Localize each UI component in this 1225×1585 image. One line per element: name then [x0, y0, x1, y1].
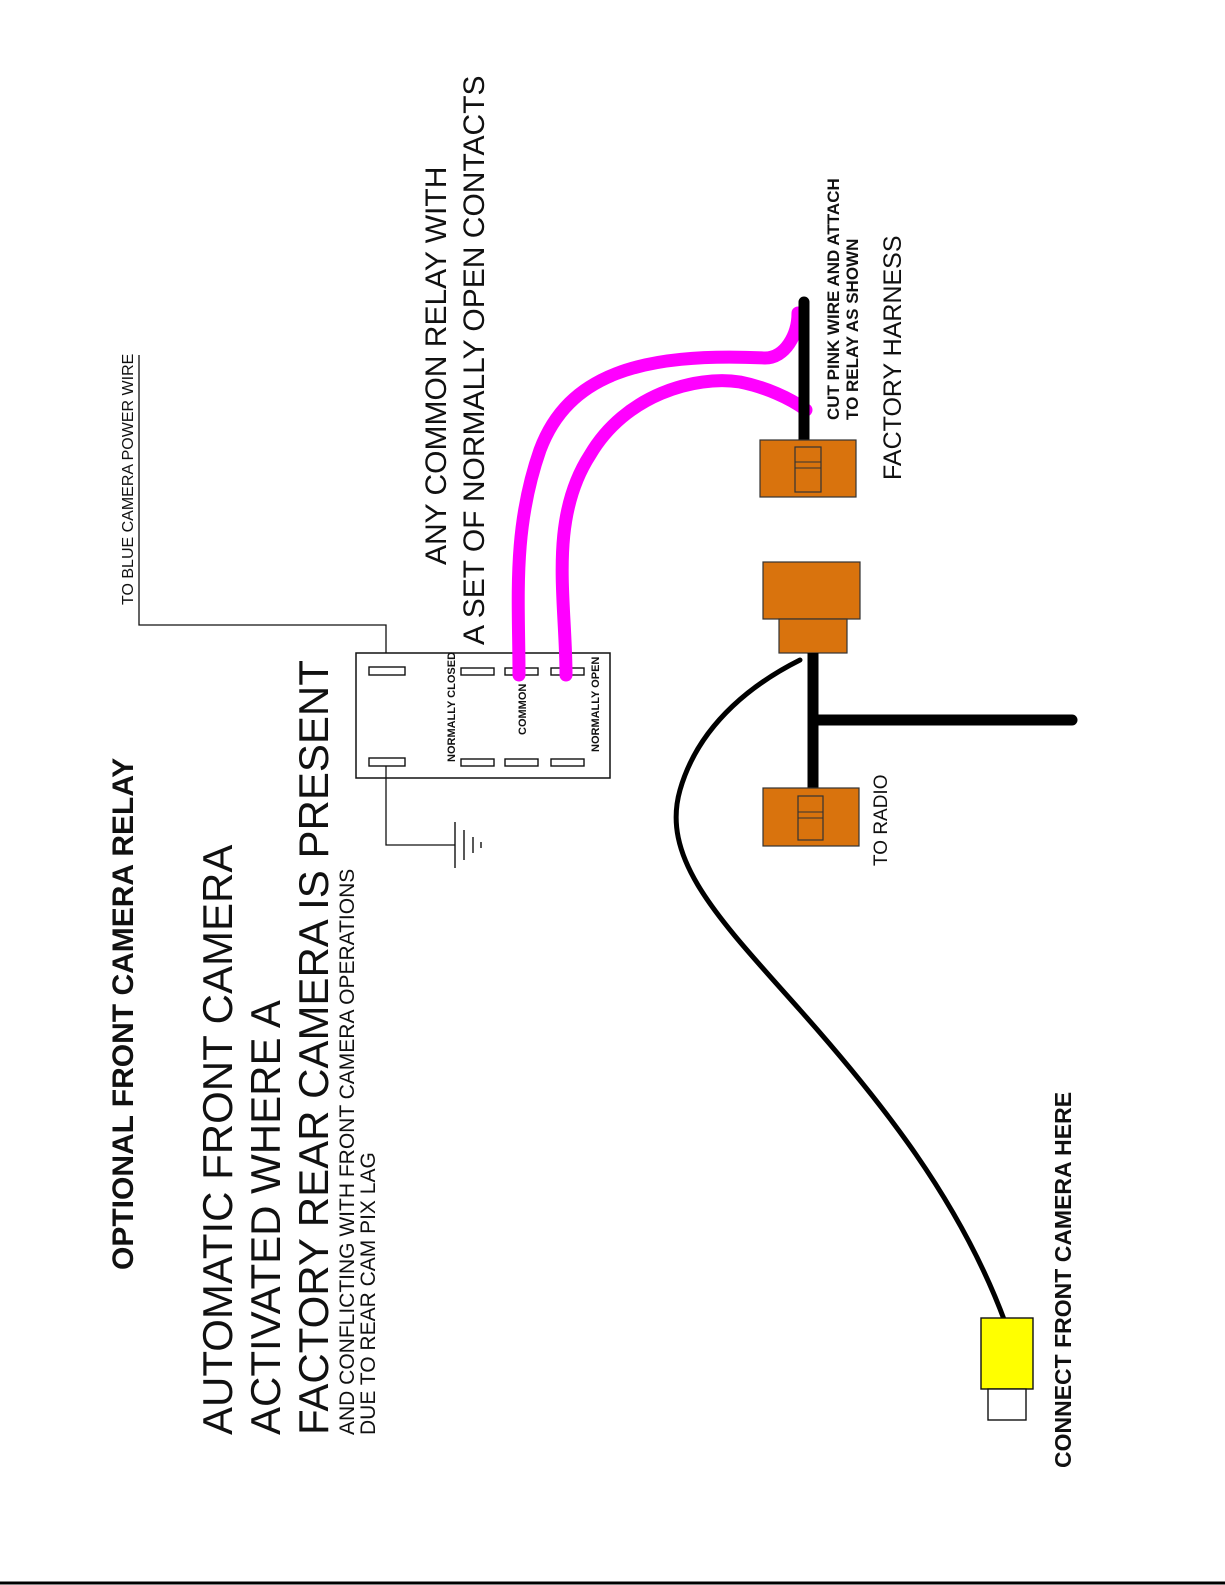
coil-contact-bottom	[368, 757, 406, 767]
normally-open-label: NORMALLY OPEN	[590, 657, 602, 752]
rca-plug-tip	[987, 1388, 1027, 1421]
to-radio-connector	[762, 787, 860, 847]
normally-closed-label: NORMALLY CLOSED	[446, 652, 458, 762]
radio-harness-connector	[762, 561, 861, 654]
common-label: COMMON	[517, 684, 529, 735]
diagram-title: OPTIONAL FRONT CAMERA RELAY	[107, 758, 140, 1270]
front-camera-cable	[673, 657, 1008, 1325]
blue-wire-label: TO BLUE CAMERA POWER WIRE	[120, 354, 137, 605]
ground-wire	[385, 766, 455, 846]
ground-icon	[454, 822, 482, 868]
factory-harness-label: FACTORY HARNESS	[879, 235, 907, 480]
pink-wire-normally-open	[555, 374, 813, 682]
note-line-1: AND CONFLICTING WITH FRONT CAMERA OPERAT…	[336, 869, 359, 1435]
pink-wire-common	[511, 306, 805, 682]
nc-contact-bottom	[460, 758, 495, 767]
heading-line-1: AUTOMATIC FRONT CAMERA	[194, 845, 241, 1435]
to-radio-label: TO RADIO	[871, 775, 892, 867]
note-line-2: DUE TO REAR CAM PIX LAG	[357, 1152, 380, 1435]
heading-line-2: ACTIVATED WHERE A	[242, 1000, 289, 1435]
coil-contact-top	[368, 666, 406, 676]
factory-harness-connector	[759, 439, 857, 498]
connect-front-camera-label: CONNECT FRONT CAMERA HERE	[1050, 1092, 1076, 1468]
nc-contact-top	[460, 667, 495, 676]
common-contact-bottom	[504, 758, 539, 767]
relay-note-line-2: A SET OF NORMALLY OPEN CONTACTS	[458, 75, 491, 645]
cut-pink-label-2: TO RELAY AS SHOWN	[843, 239, 862, 420]
heading-line-3: FACTORY REAR CAMERA IS PRESENT	[290, 660, 337, 1435]
cut-pink-label-1: CUT PINK WIRE AND ATTACH	[824, 178, 843, 420]
rca-plug-body	[980, 1317, 1034, 1390]
relay-note-line-1: ANY COMMON RELAY WITH	[420, 167, 453, 565]
no-contact-bottom	[550, 758, 585, 767]
blue-camera-power-wire	[138, 355, 387, 668]
